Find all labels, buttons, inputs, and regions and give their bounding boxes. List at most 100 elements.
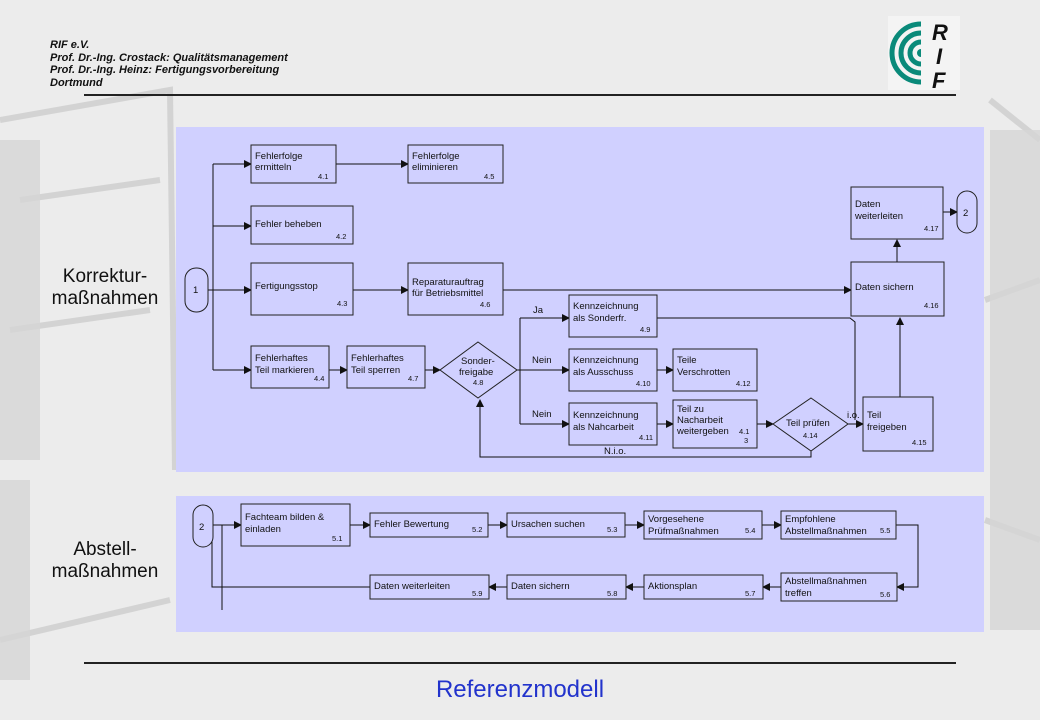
- header-line-3: Prof. Dr.-Ing. Heinz: Fertigungsvorberei…: [50, 64, 280, 76]
- svg-text:Kennzeichnung: Kennzeichnung: [573, 355, 639, 366]
- svg-text:4.6: 4.6: [480, 300, 490, 309]
- svg-text:4.3: 4.3: [337, 299, 347, 308]
- svg-text:Fehlerhaftes: Fehlerhaftes: [255, 353, 308, 364]
- box-5-3: Ursachen suchen 5.3: [506, 512, 626, 538]
- svg-text:Reparaturauftrag: Reparaturauftrag: [412, 277, 484, 288]
- svg-text:Teile: Teile: [677, 355, 697, 366]
- box-4-13: Teil zu Nacharbeit weitergeben 4.1 3: [672, 399, 758, 449]
- svg-text:Ursachen suchen: Ursachen suchen: [511, 519, 585, 530]
- svg-text:Empfohlene: Empfohlene: [785, 514, 836, 525]
- box-5-8: Daten sichern 5.8: [506, 574, 627, 600]
- svg-text:4.4: 4.4: [314, 374, 324, 383]
- box-4-3: Fertigungsstop 4.3: [250, 262, 354, 316]
- connector-1: 1: [184, 267, 209, 313]
- svg-text:4.1: 4.1: [739, 427, 749, 436]
- svg-text:freigabe: freigabe: [459, 367, 493, 378]
- svg-text:Sonder-: Sonder-: [461, 356, 495, 367]
- svg-text:Fehlerfolge: Fehlerfolge: [412, 151, 460, 162]
- svg-text:einladen: einladen: [245, 524, 281, 535]
- svg-text:Abstellmaßnahmen: Abstellmaßnahmen: [785, 526, 867, 537]
- svg-text:5.9: 5.9: [472, 589, 482, 598]
- svg-text:Aktionsplan: Aktionsplan: [648, 581, 697, 592]
- svg-text:Nacharbeit: Nacharbeit: [677, 415, 723, 426]
- svg-text:als Ausschuss: als Ausschuss: [573, 367, 633, 378]
- svg-text:Daten sichern: Daten sichern: [511, 581, 570, 592]
- svg-text:als Sonderfr.: als Sonderfr.: [573, 313, 626, 324]
- svg-text:4.12: 4.12: [736, 379, 751, 388]
- svg-text:4.7: 4.7: [408, 374, 418, 383]
- svg-text:F: F: [932, 68, 946, 90]
- edge-label-ja: Ja: [533, 305, 544, 316]
- box-5-7: Aktionsplan 5.7: [643, 574, 764, 600]
- svg-text:4.15: 4.15: [912, 438, 927, 447]
- diamond-4-14: Teil prüfen 4.14: [772, 397, 849, 452]
- edge-label-io: i.o.: [847, 410, 860, 421]
- svg-text:4.10: 4.10: [636, 379, 651, 388]
- header-line-1: RIF e.V.: [50, 39, 90, 51]
- svg-text:5.2: 5.2: [472, 525, 482, 534]
- connector-2-label: 2: [963, 208, 968, 219]
- box-5-5: Empfohlene Abstellmaßnahmen 5.5: [780, 510, 897, 540]
- svg-text:für Betriebsmittel: für Betriebsmittel: [412, 288, 483, 299]
- svg-text:Teil prüfen: Teil prüfen: [786, 418, 830, 429]
- svg-text:Kennzeichnung: Kennzeichnung: [573, 410, 639, 421]
- svg-text:freigeben: freigeben: [867, 422, 907, 433]
- svg-text:4.17: 4.17: [924, 224, 939, 233]
- edge-label-nein-2: Nein: [532, 409, 552, 420]
- box-4-15: Teil freigeben 4.15: [862, 396, 934, 452]
- box-4-9: Kennzeichnung als Sonderfr. 4.9: [568, 294, 658, 338]
- svg-text:Fehler Bewertung: Fehler Bewertung: [374, 519, 449, 530]
- svg-text:Teil zu: Teil zu: [677, 404, 704, 415]
- korrektur-connections: [208, 160, 958, 458]
- svg-text:Fehlerhaftes: Fehlerhaftes: [351, 353, 404, 364]
- header-text: RIF e.V. Prof. Dr.-Ing. Crostack: Qualit…: [50, 39, 288, 89]
- svg-text:5.8: 5.8: [607, 589, 617, 598]
- svg-text:4.16: 4.16: [924, 301, 939, 310]
- svg-text:4.2: 4.2: [336, 232, 346, 241]
- svg-text:Fachteam bilden &: Fachteam bilden &: [245, 512, 325, 523]
- box-4-1: Fehlerfolge ermitteln 4.1: [250, 144, 337, 184]
- svg-text:Fehler beheben: Fehler beheben: [255, 219, 322, 230]
- svg-text:Daten sichern: Daten sichern: [855, 282, 914, 293]
- svg-text:5.4: 5.4: [745, 526, 755, 535]
- header-line-2: Prof. Dr.-Ing. Crostack: Qualitätsmanage…: [50, 51, 288, 64]
- box-5-1: Fachteam bilden & einladen 5.1: [240, 503, 351, 547]
- svg-text:4.8: 4.8: [473, 378, 483, 387]
- svg-text:Daten: Daten: [855, 199, 880, 210]
- svg-text:4.5: 4.5: [484, 172, 494, 181]
- box-4-7: Fehlerhaftes Teil sperren 4.7: [346, 345, 426, 389]
- box-4-10: Kennzeichnung als Ausschuss 4.10: [568, 348, 658, 392]
- rif-logo: R I F: [888, 16, 960, 90]
- label-korrektur: Korrektur- maßnahmen: [51, 266, 159, 309]
- header-line-4: Dortmund: [50, 76, 103, 89]
- box-5-9: Daten weiterleiten 5.9: [369, 574, 490, 600]
- svg-text:ermitteln: ermitteln: [255, 162, 291, 173]
- svg-text:Teil: Teil: [867, 410, 881, 421]
- connector-2-abstell: 2: [192, 504, 214, 548]
- page-title: Referenzmodell: [435, 676, 605, 703]
- box-4-16: Daten sichern 4.16: [850, 261, 945, 317]
- connector-1-label: 1: [193, 285, 198, 296]
- svg-text:5.7: 5.7: [745, 589, 755, 598]
- svg-text:treffen: treffen: [785, 588, 812, 599]
- svg-text:weiterleiten: weiterleiten: [854, 211, 903, 222]
- svg-text:4.1: 4.1: [318, 172, 328, 181]
- box-5-2: Fehler Bewertung 5.2: [369, 512, 489, 538]
- svg-text:weitergeben: weitergeben: [676, 426, 729, 437]
- connector-2: 2: [956, 190, 978, 234]
- box-4-6: Reparaturauftrag für Betriebsmittel 4.6: [407, 262, 504, 316]
- svg-text:4.9: 4.9: [640, 325, 650, 334]
- svg-text:5.1: 5.1: [332, 534, 342, 543]
- svg-text:5.6: 5.6: [880, 590, 890, 599]
- svg-text:Abstellmaßnahmen: Abstellmaßnahmen: [785, 576, 867, 587]
- svg-text:5.5: 5.5: [880, 526, 890, 535]
- svg-text:Daten weiterleiten: Daten weiterleiten: [374, 581, 450, 592]
- footer-rule: [84, 662, 956, 664]
- edge-label-nio: N.i.o.: [604, 446, 626, 457]
- svg-text:Kennzeichnung: Kennzeichnung: [573, 301, 639, 312]
- svg-text:Teil sperren: Teil sperren: [351, 365, 400, 376]
- svg-text:Teil markieren: Teil markieren: [255, 365, 314, 376]
- box-5-4: Vorgesehene Prüfmaßnahmen 5.4: [643, 510, 763, 540]
- box-4-2: Fehler beheben 4.2: [250, 205, 354, 245]
